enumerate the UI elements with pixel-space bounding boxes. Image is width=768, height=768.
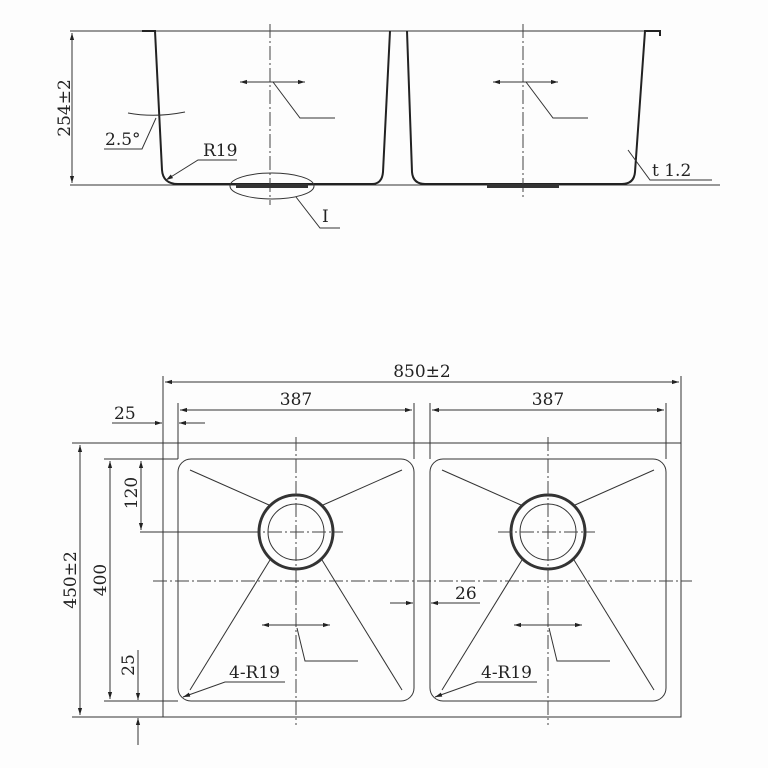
right-bowl-slope-lines — [441, 469, 655, 691]
leader-line — [548, 627, 610, 662]
thickness-leader — [627, 149, 712, 181]
height-dimension-label: 254±2 — [55, 79, 75, 137]
left-bowl-profile — [142, 30, 391, 185]
outer-rim — [162, 442, 682, 718]
rim-margin-label: 25 — [114, 404, 136, 424]
drain-detail-ellipse — [229, 172, 315, 200]
thickness-label: t 1.2 — [652, 161, 691, 181]
overall-depth-label: 450±2 — [61, 551, 81, 609]
overall-width-label: 850±2 — [393, 362, 451, 382]
corner-radius-label: R19 — [203, 141, 237, 161]
right-bowl-profile — [406, 30, 661, 185]
detail-leader — [295, 196, 340, 229]
bowl-depth-label: 400 — [91, 564, 111, 596]
plan-view: 850±2 387 387 25 26 450±2 400 120 25 4-R… — [61, 362, 692, 745]
leader-line — [525, 81, 588, 119]
corner-radius-leader-right — [434, 681, 537, 698]
corner-radius-label-left: 4-R19 — [229, 663, 280, 683]
angle-arc — [127, 111, 186, 116]
drain-offset-label: 120 — [122, 477, 142, 509]
corner-radius-label-right: 4-R19 — [481, 663, 532, 683]
bottom-margin-label: 25 — [119, 654, 139, 676]
leader-line — [296, 627, 358, 662]
left-bowl-slope-lines — [189, 469, 403, 691]
right-bowl-width-label: 387 — [532, 390, 564, 410]
right-drain-flange — [487, 184, 559, 188]
divider-width-label: 26 — [455, 584, 477, 604]
corner-radius-leader-left — [182, 681, 285, 698]
section-view: 254±2 2.5° R19 I t 1.2 — [55, 24, 720, 229]
leader-line — [272, 81, 335, 119]
detail-label: I — [322, 207, 329, 227]
angle-leader — [104, 117, 157, 150]
radius-leader — [165, 159, 237, 181]
left-bowl-width-label: 387 — [280, 390, 312, 410]
left-drain-flange — [236, 184, 308, 188]
wall-angle-label: 2.5° — [105, 130, 141, 150]
